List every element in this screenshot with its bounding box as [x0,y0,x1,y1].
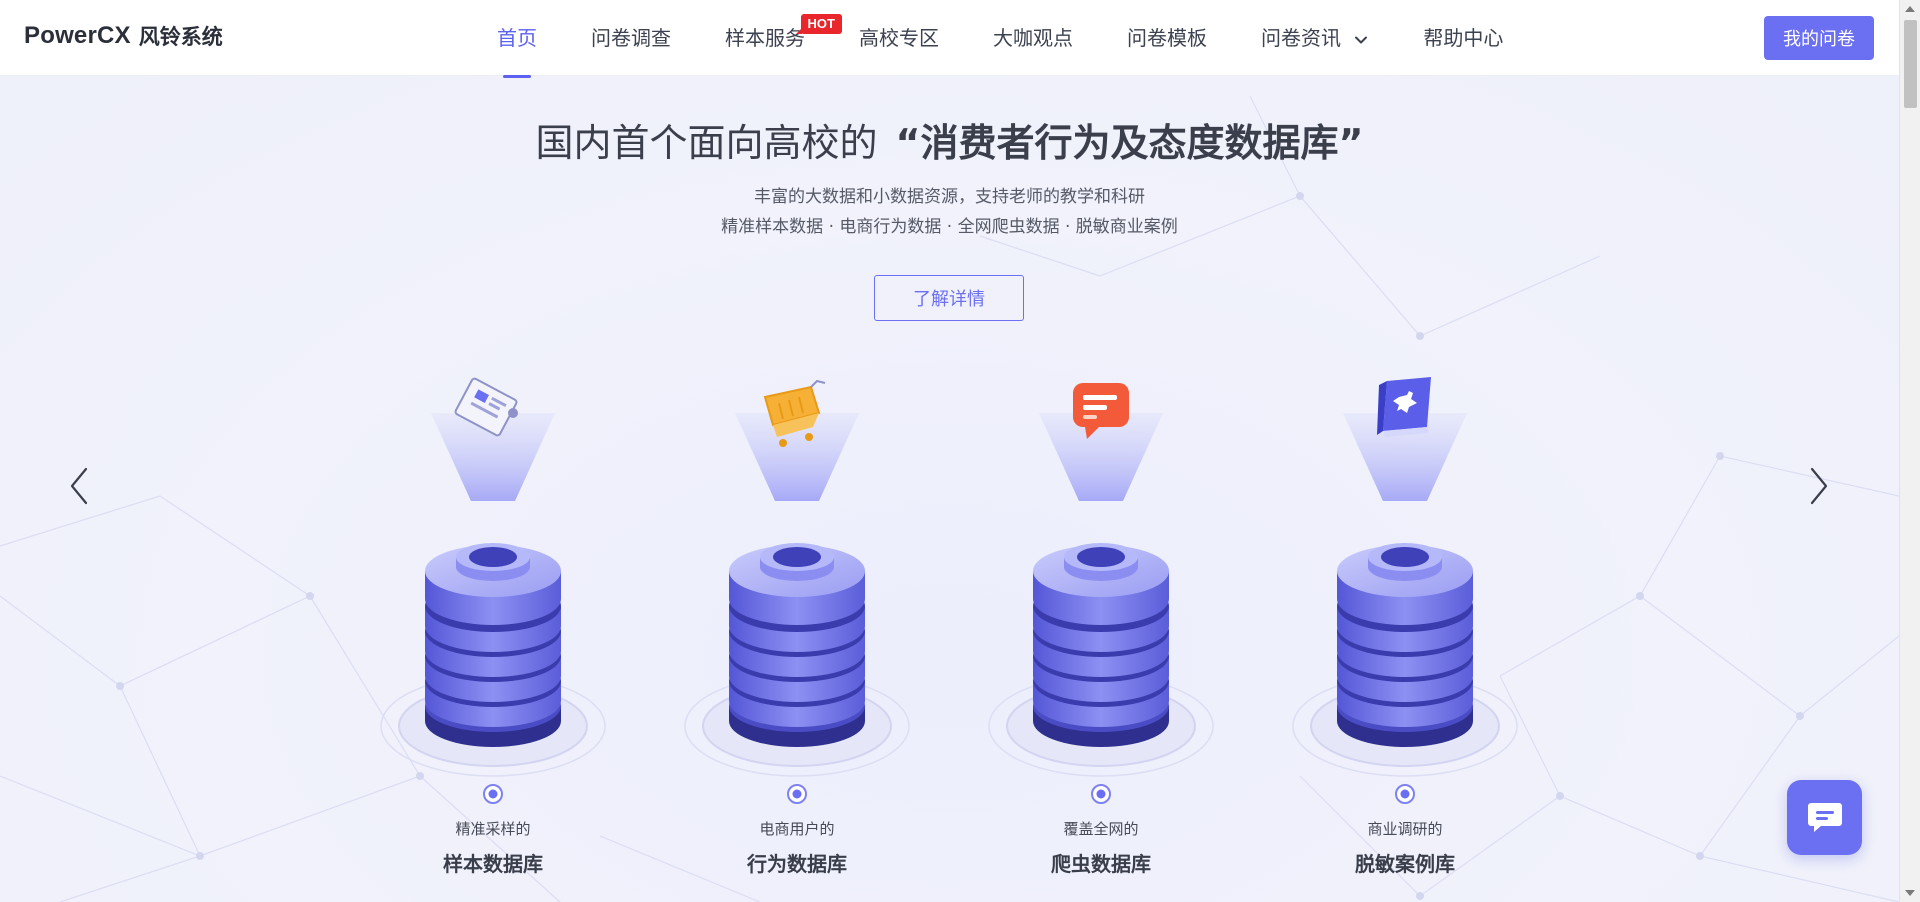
nav-item-surveys[interactable]: 问卷调查 [564,0,698,76]
database-stack-graphic [988,383,1214,804]
database-caption: 商业调研的 [1367,820,1443,838]
database-card-crawler[interactable]: 覆盖全网的 爬虫数据库 [981,371,1221,891]
nav-item-label: 高校专区 [859,26,939,50]
nav-item-templates[interactable]: 问卷模板 [1100,0,1234,76]
shopping-cart-icon [763,379,826,447]
learn-more-button[interactable]: 了解详情 [874,275,1024,321]
hero-subtitle-line2: 精准样本数据 · 电商行为数据 · 全网爬虫数据 · 脱敏商业案例 [721,217,1178,237]
document-chart-icon [454,377,518,437]
database-title: 脱敏案例库 [1355,852,1455,876]
database-caption: 精准采样的 [455,820,531,838]
main-nav: 首页 问卷调查 样本服务 HOT 高校专区 大咖观点 问卷模板 问卷资讯 帮助中… [470,0,1530,76]
page-scrollbar[interactable] [1899,0,1920,902]
database-card-cases[interactable]: 商业调研的 脱敏案例库 [1285,371,1525,891]
database-stack-graphic [380,377,606,804]
database-caption: 电商用户的 [759,820,835,838]
scroll-up-icon[interactable] [1905,6,1915,12]
carousel-prev-button[interactable] [64,464,94,508]
nav-item-label: 问卷调查 [591,26,671,50]
top-navbar: PowerCX 风铃系统 首页 问卷调查 样本服务 HOT 高校专区 大咖观点 … [0,0,1899,76]
nav-item-home[interactable]: 首页 [470,0,564,76]
chat-bubble-icon [1073,383,1129,439]
my-surveys-button[interactable]: 我的问卷 [1764,16,1874,60]
nav-item-help[interactable]: 帮助中心 [1396,0,1530,76]
nav-item-label: 帮助中心 [1423,26,1504,50]
database-card-sample[interactable]: 精准采样的 样本数据库 [373,371,613,891]
database-stack-graphic [1292,377,1518,804]
logo-text: PowerCX [24,22,131,49]
nav-item-label: 问卷模板 [1127,26,1207,50]
nav-item-university[interactable]: 高校专区 [832,0,966,76]
chat-support-button[interactable] [1787,780,1862,855]
hero-title-emphasis: “消费者行为及态度数据库” [895,121,1364,165]
chevron-right-icon [1810,467,1828,505]
carousel-next-button[interactable] [1804,464,1834,508]
hero-section: 国内首个面向高校的 “消费者行为及态度数据库” 丰富的大数据和小数据资源，支持老师… [0,76,1899,902]
database-title: 爬虫数据库 [1051,852,1151,876]
database-caption: 覆盖全网的 [1063,820,1139,838]
database-title: 行为数据库 [747,852,847,876]
nav-item-label: 问卷资讯 [1261,26,1341,50]
chevron-left-icon [70,467,88,505]
database-stack-graphic [684,379,910,804]
nav-item-news[interactable]: 问卷资讯 [1234,0,1396,76]
chat-icon [1807,802,1842,832]
database-card-behavior[interactable]: 电商用户的 行为数据库 [677,371,917,891]
hero-subtitle: 丰富的大数据和小数据资源，支持老师的教学和科研 精准样本数据 · 电商行为数据 … [0,182,1899,242]
logo[interactable]: PowerCX 风铃系统 [24,22,223,50]
chevron-down-icon [1355,36,1368,43]
nav-item-sample-service[interactable]: 样本服务 HOT [698,0,842,76]
hot-badge: HOT [795,14,842,34]
database-title: 样本数据库 [443,852,543,876]
nav-item-label: 大咖观点 [993,26,1073,50]
hero-title-prefix: 国内首个面向高校的 [535,121,878,165]
hero-title: 国内首个面向高校的 “消费者行为及态度数据库” [0,112,1899,167]
logo-cn-text: 风铃系统 [138,25,223,49]
nav-item-expert-views[interactable]: 大咖观点 [966,0,1100,76]
nav-item-label: 首页 [497,26,537,50]
hero-subtitle-line1: 丰富的大数据和小数据资源，支持老师的教学和科研 [754,187,1145,207]
scroll-down-icon[interactable] [1905,890,1915,896]
background-network-pattern [0,95,1899,902]
nav-item-label: 样本服务 [725,26,805,50]
puzzle-book-icon [1377,377,1431,437]
scrollbar-thumb[interactable] [1904,20,1917,108]
